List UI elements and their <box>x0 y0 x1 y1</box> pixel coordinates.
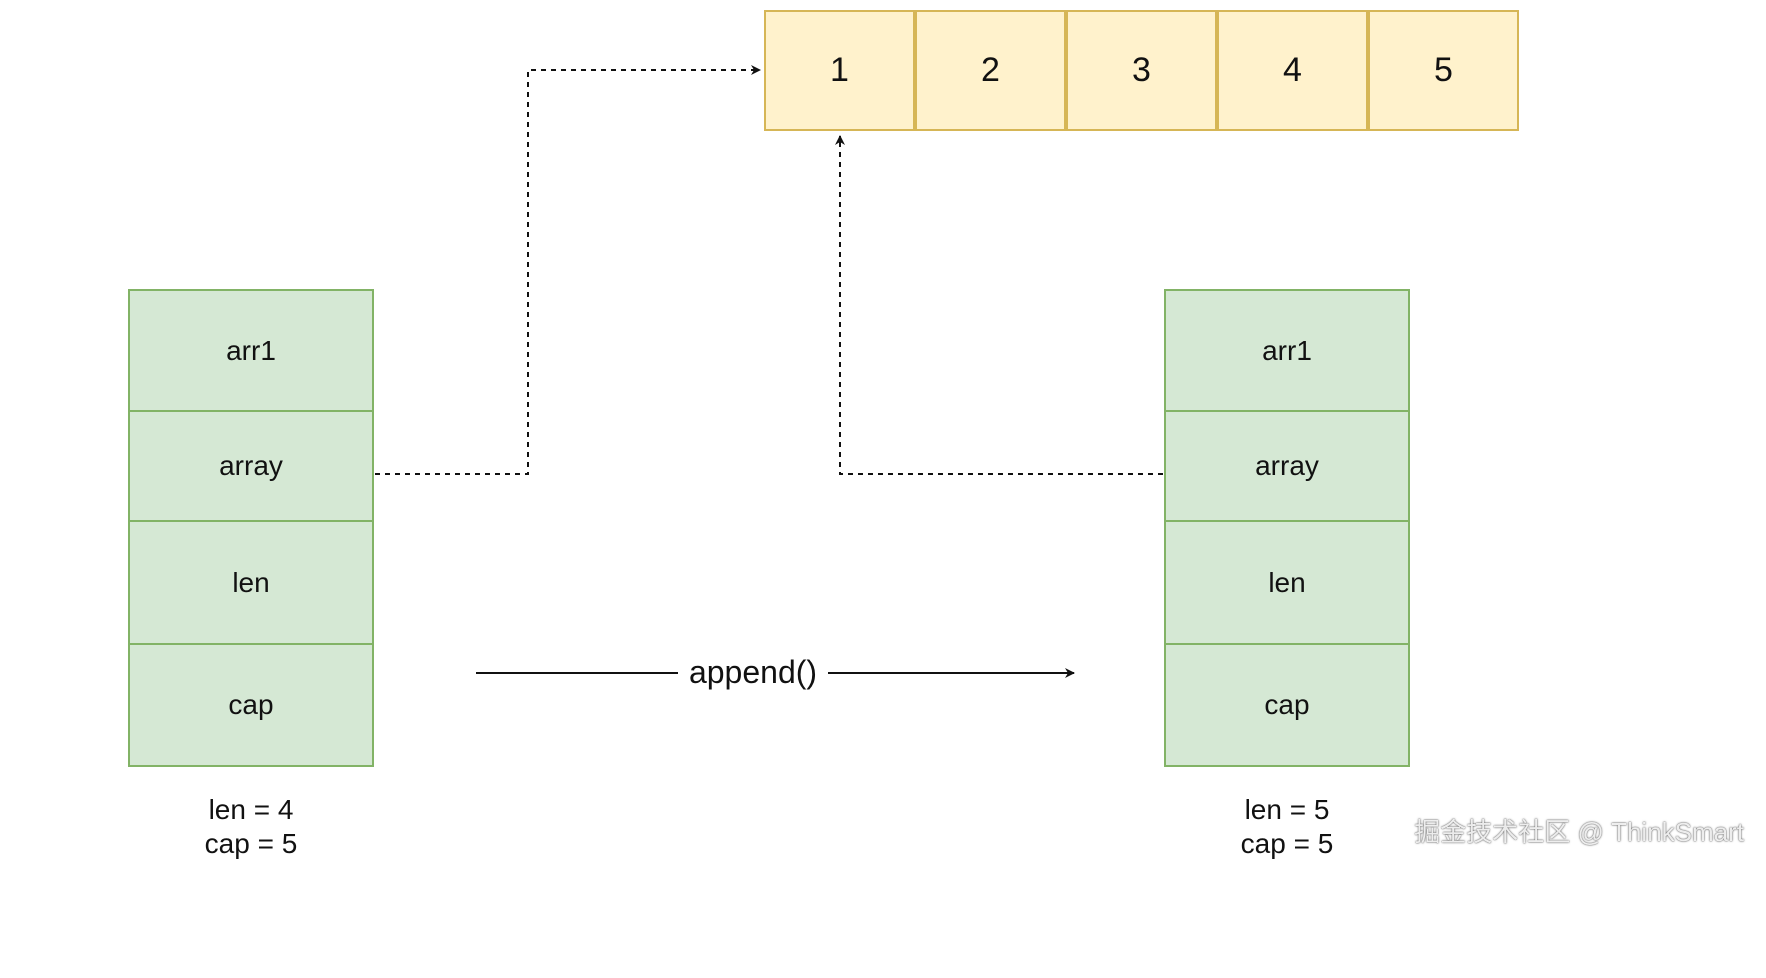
right-len-caption: len = 5 <box>1244 794 1330 825</box>
right-field-len: len <box>1164 520 1410 645</box>
left-field-len: len <box>128 520 374 645</box>
left-field-arr1: arr1 <box>128 289 374 412</box>
right-field-array: array <box>1164 410 1410 522</box>
left-cap-caption: cap = 5 <box>204 828 298 859</box>
left-field-array: array <box>128 410 374 522</box>
watermark: 掘金技术社区 @ ThinkSmart <box>1414 817 1744 847</box>
array-cell: 5 <box>1368 10 1519 131</box>
array-cell: 1 <box>764 10 915 131</box>
array-cell: 3 <box>1066 10 1217 131</box>
left-array-pointer <box>375 65 761 475</box>
array-cell: 4 <box>1217 10 1368 131</box>
left-len-caption: len = 4 <box>208 794 294 825</box>
right-array-pointer <box>835 135 1163 475</box>
right-field-cap: cap <box>1164 643 1410 767</box>
array-cell: 2 <box>915 10 1066 131</box>
left-field-cap: cap <box>128 643 374 767</box>
right-cap-caption: cap = 5 <box>1240 828 1334 859</box>
right-field-arr1: arr1 <box>1164 289 1410 412</box>
append-label: append() <box>678 652 828 692</box>
